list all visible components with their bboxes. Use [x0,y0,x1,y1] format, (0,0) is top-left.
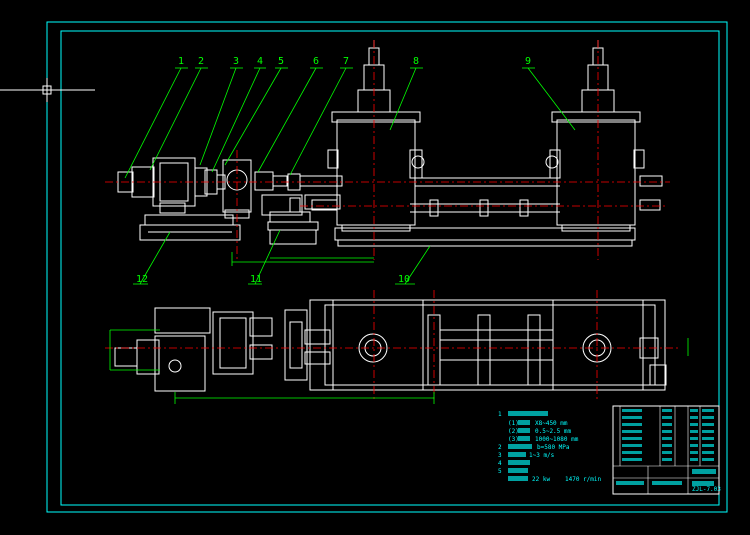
note-5-index: 5 [498,468,502,475]
cursor-crosshair[interactable] [0,78,95,102]
connecting-shafts-plan [427,314,667,386]
note-1-sub2-index: (2) [508,428,519,435]
note-1-text-block [508,411,548,416]
balloon-11: 11 [250,274,262,285]
plan-view [114,299,667,392]
centerlines-elevation [105,40,670,262]
outer-border [46,21,728,513]
balloon-5: 5 [278,56,284,67]
elevation-view [117,40,663,247]
base-frame-12 [139,214,241,241]
note-3-value: 1~3 m/s [529,452,555,459]
note-1-sub3-value: 1000~1080 mm [535,436,579,443]
coupling-2-elevation [254,171,301,191]
balloon-leaders [124,67,576,285]
unit-8-plan [332,299,424,391]
balloon-10: 10 [398,274,410,285]
note-1-index: 1 [498,411,502,418]
balloon-4: 4 [257,56,263,67]
drive-shaft-plan [284,309,331,381]
note-5-speed: 1470 r/min [565,476,602,483]
gearbox-plan [212,311,273,375]
note-3-index: 3 [498,452,502,459]
dimensions-elevation [231,252,374,266]
note-1-sub2-value: 0.5~2.5 mm [535,428,572,435]
balloon-1: 1 [178,56,184,67]
drive-shaft-elevation [261,175,343,223]
note-1-sub1-index: (1) [508,420,519,427]
balloon-9: 9 [525,56,531,67]
centerlines-plan [105,290,680,400]
note-4-index: 4 [498,460,502,467]
unit-9-elevation [545,40,645,232]
balloon-7: 7 [343,56,349,67]
balloon-6: 6 [313,56,319,67]
note-1-sub1-value: X8~450 mm [535,420,568,427]
dimensions-plan [109,329,689,404]
title-block: ZJL-7.03 [612,405,721,495]
unit-8-elevation [327,40,425,232]
connecting-shafts-elevation [311,175,663,217]
base-frame-11 [267,221,319,245]
balloon-8: 8 [413,56,419,67]
technical-notes: 1 (1) X8~450 mm (2) 0.5~2.5 mm (3) 1000~… [498,411,602,483]
frame-plan [309,299,666,391]
motor-plan [114,307,211,392]
note-1-sub3-index: (3) [508,436,519,443]
drawing-code: ZJL-7.03 [692,486,721,493]
inner-border [60,30,720,506]
balloon-labels: 1 2 3 4 5 6 7 8 9 10 11 12 [136,56,531,285]
balloon-3: 3 [233,56,239,67]
main-base-10 [334,227,636,247]
note-5-power: 22 kw [532,476,550,483]
balloon-2: 2 [198,56,204,67]
note-2-value: b=580 MPa [537,444,570,451]
unit-9-plan [552,299,644,391]
note-2-index: 2 [498,444,502,451]
balloon-12: 12 [136,274,148,285]
